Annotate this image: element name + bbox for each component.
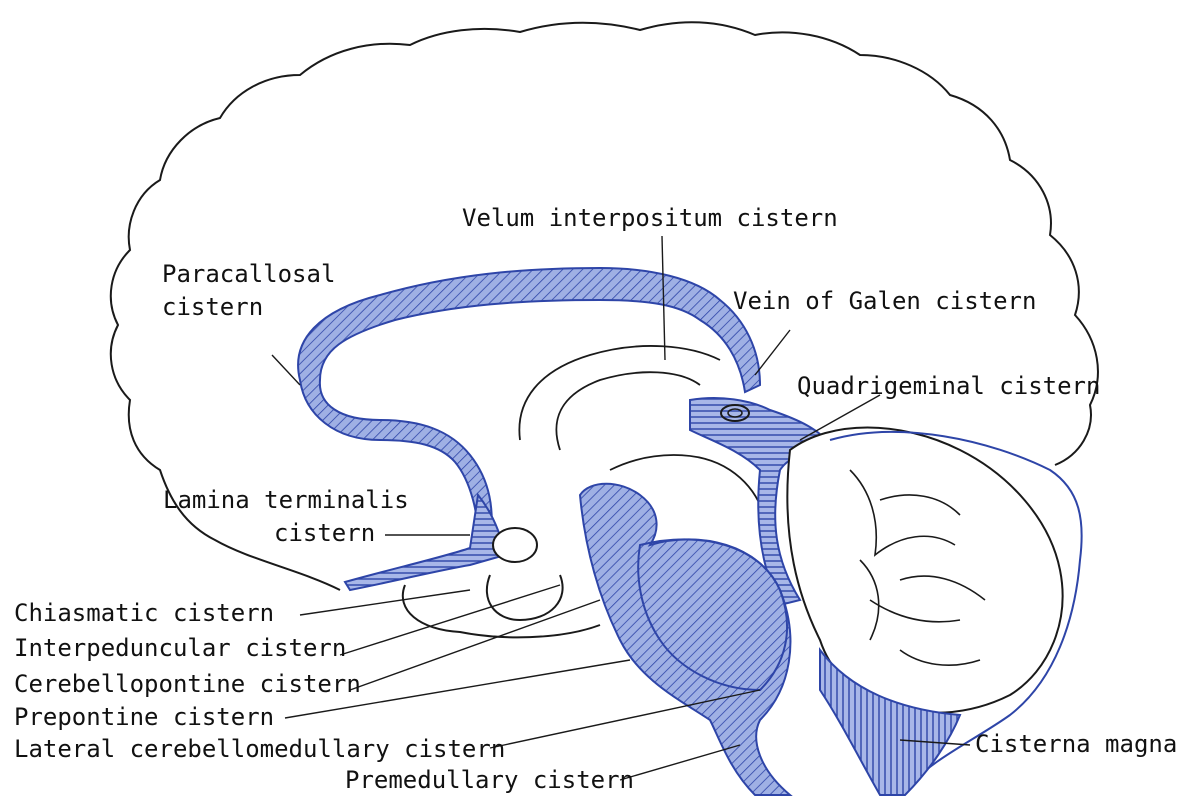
label-paracallosal-1: Paracallosal	[162, 262, 335, 287]
label-prepontine: Prepontine cistern	[14, 705, 274, 730]
label-cerebellopontine: Cerebellopontine cistern	[14, 672, 361, 697]
label-chiasmatic: Chiasmatic cistern	[14, 601, 274, 626]
label-velum-interpositum: Velum interpositum cistern	[462, 206, 838, 231]
label-lamina-1: Lamina terminalis	[163, 488, 409, 513]
label-vein-of-galen: Vein of Galen cistern	[733, 289, 1036, 314]
pituitary-outline	[487, 575, 563, 620]
label-interpeduncular: Interpeduncular cistern	[14, 636, 346, 661]
label-cisterna-magna: Cisterna magna	[975, 732, 1177, 757]
label-lamina-2: cistern	[274, 521, 375, 546]
optic-chiasm	[493, 528, 537, 562]
thalamus-outline	[556, 372, 700, 450]
label-quadrigeminal: Quadrigeminal cistern	[797, 374, 1100, 399]
label-paracallosal-2: cistern	[162, 295, 263, 320]
label-premedullary: Premedullary cistern	[345, 768, 634, 793]
label-lateral-cerebellomedullary: Lateral cerebellomedullary cistern	[14, 737, 505, 762]
